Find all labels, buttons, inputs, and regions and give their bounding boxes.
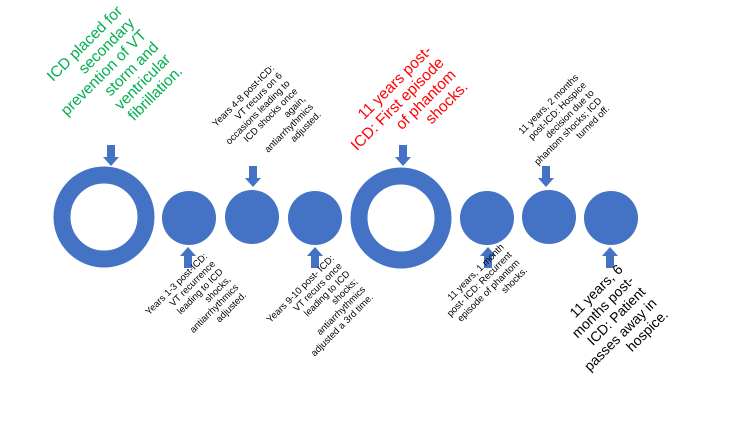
down-arrow-icon — [103, 145, 119, 166]
up-arrow-icon — [602, 247, 618, 268]
up-arrow-icon — [480, 247, 496, 268]
up-arrow-icon — [307, 247, 323, 268]
down-arrow-icon — [538, 166, 554, 187]
ring-node-icd-placed — [53, 166, 155, 268]
down-arrow-icon — [395, 145, 411, 166]
node-years-1-3 — [162, 191, 216, 245]
node-11y-6m — [584, 191, 638, 245]
node-years-4-8 — [225, 190, 279, 244]
ring-node-first-phantom — [350, 167, 452, 269]
node-11y-2m — [522, 190, 576, 244]
node-years-9-10 — [288, 191, 342, 245]
down-arrow-icon — [245, 166, 261, 187]
up-arrow-icon — [180, 247, 196, 268]
node-11y-1m — [460, 191, 514, 245]
